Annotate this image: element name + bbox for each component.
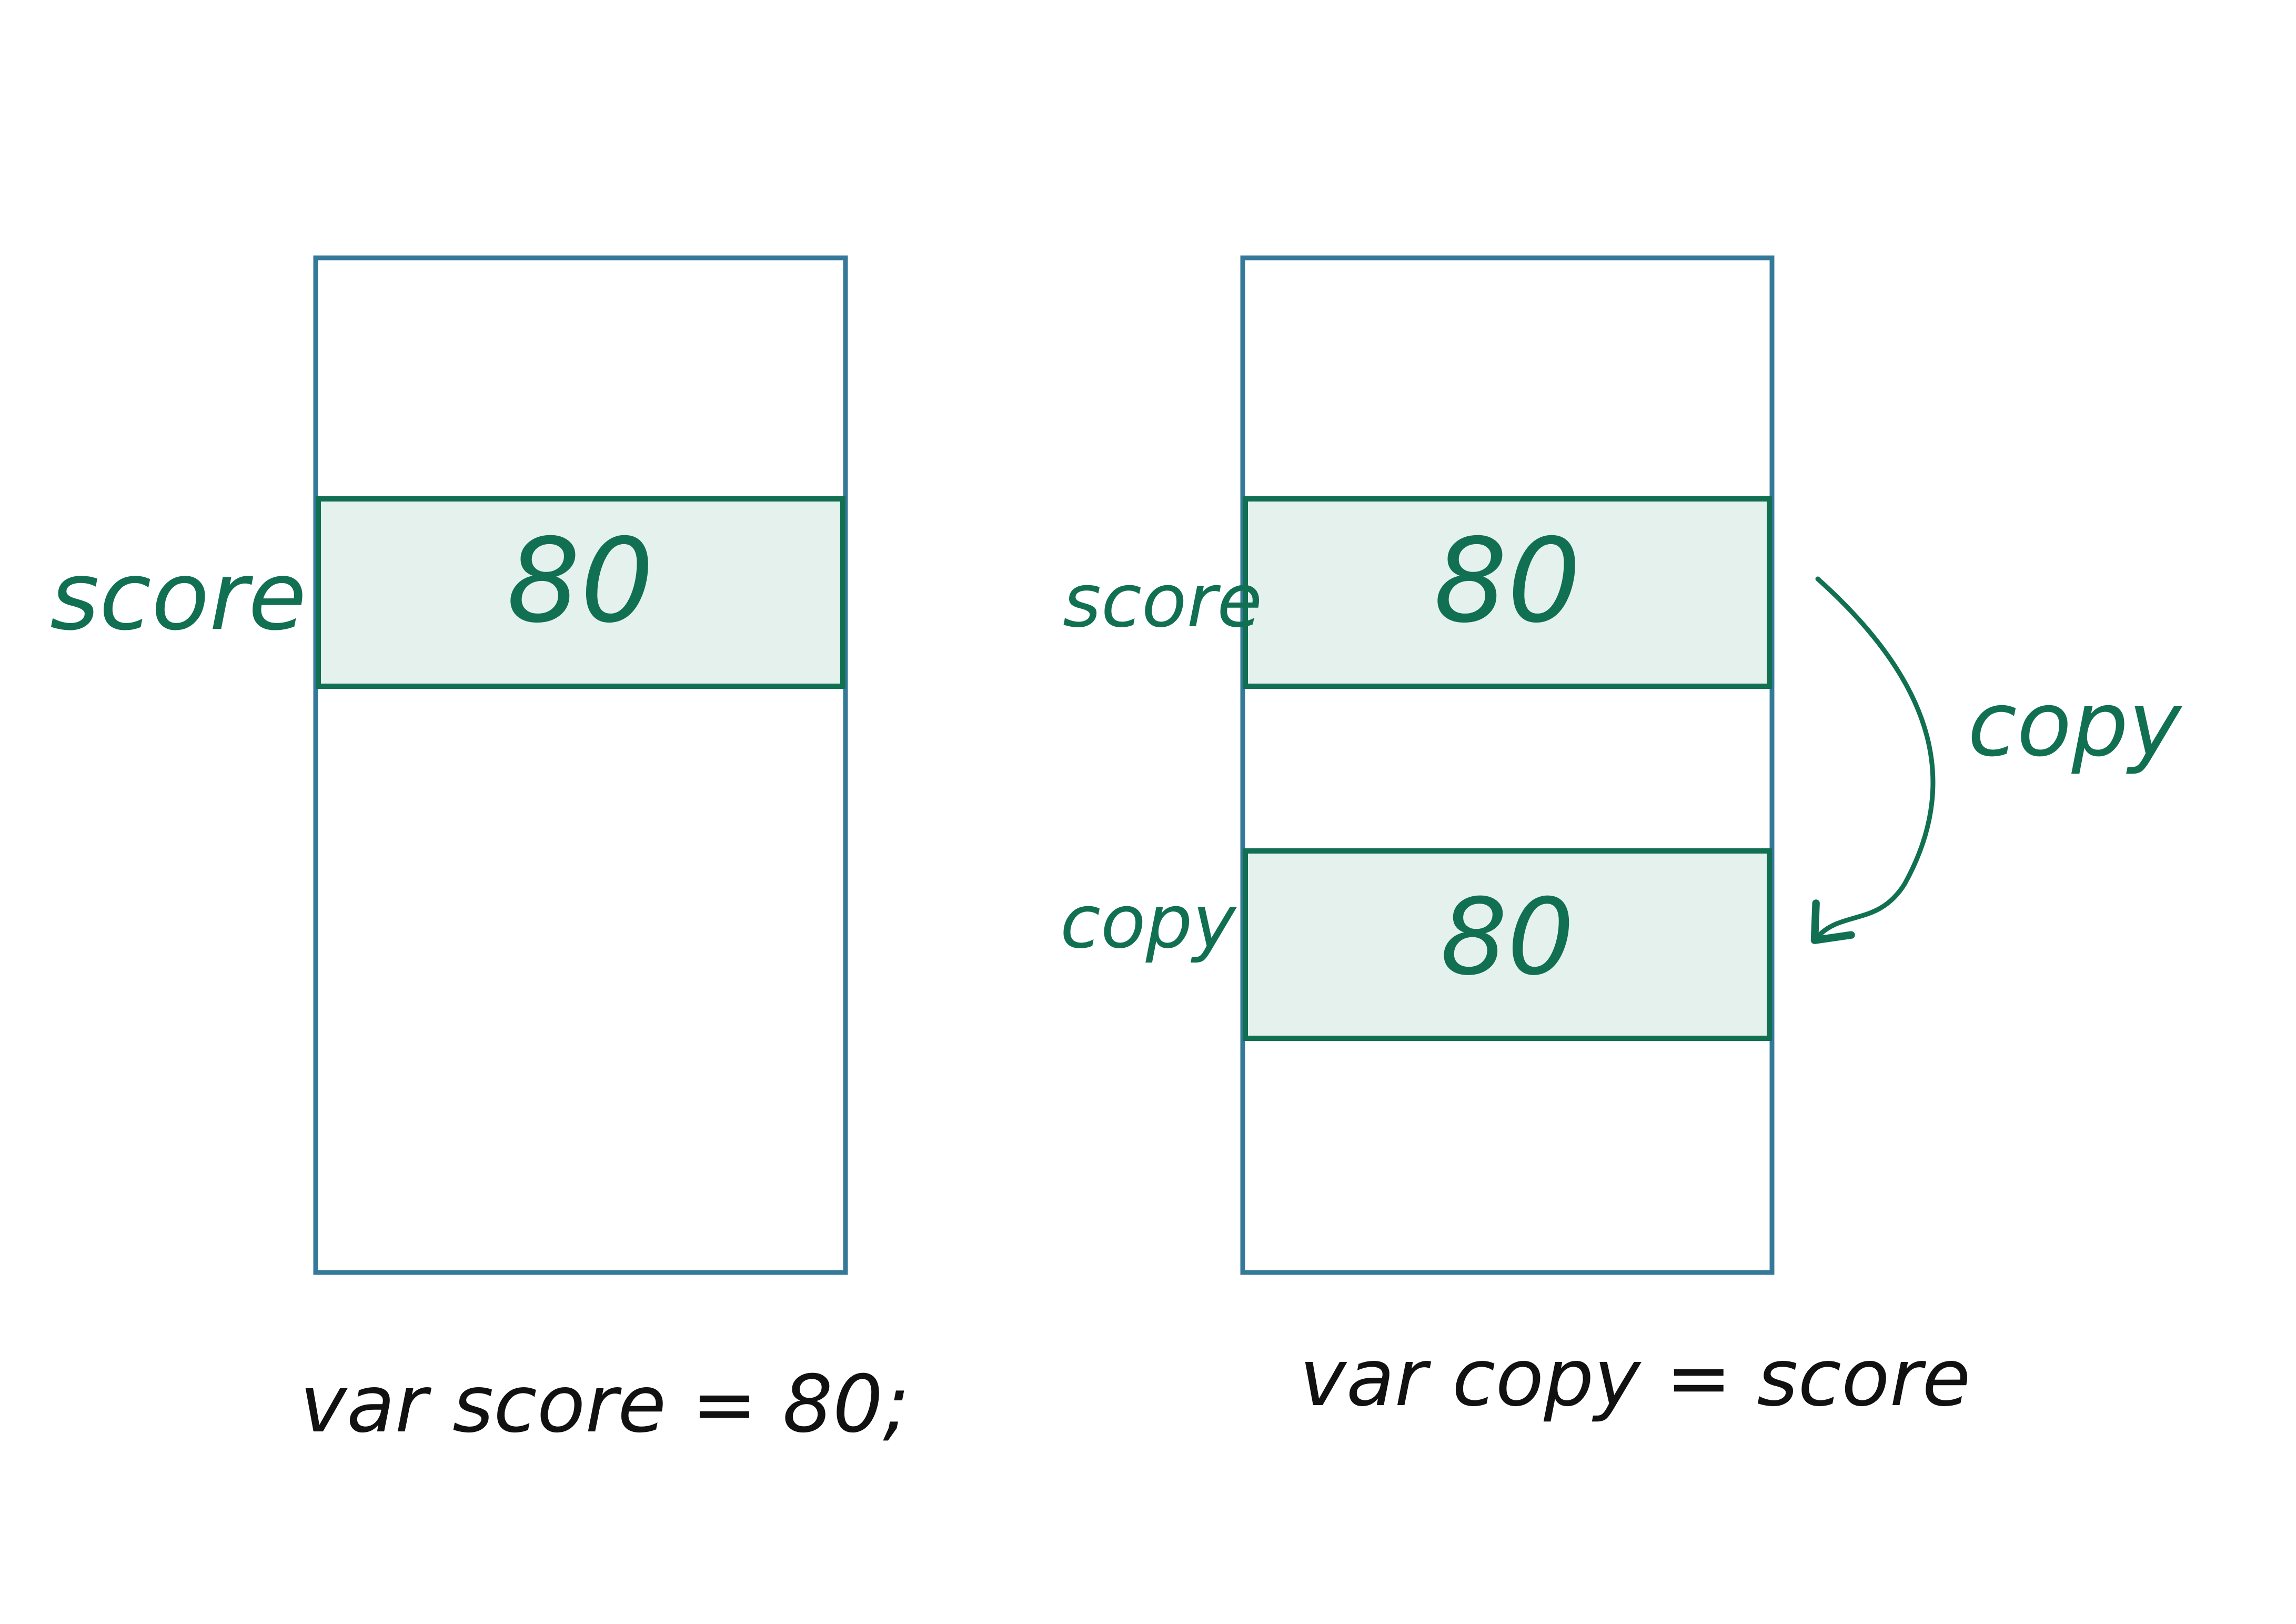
- left-code-line: var score = 80;: [300, 1359, 910, 1450]
- right-score-cell-value: 80: [1434, 514, 1581, 648]
- right-memory-diagram: 80 80 score copy copy var copy = score: [1060, 255, 2182, 1424]
- right-score-label: score: [1063, 558, 1262, 644]
- left-memory-frame: [313, 255, 848, 1275]
- right-memory-frame: [1240, 255, 1775, 1275]
- left-score-label: score: [50, 542, 307, 651]
- right-copy-cell-value: 80: [1441, 876, 1575, 999]
- right-score-cell: [1243, 496, 1772, 689]
- left-score-cell: [316, 496, 845, 689]
- right-copy-cell: [1243, 848, 1772, 1041]
- left-memory-diagram: 80 score var score = 80;: [50, 255, 910, 1450]
- right-copy-label: copy: [1060, 879, 1237, 965]
- copy-arrow-label: copy: [1968, 673, 2182, 777]
- copy-arrow: [1810, 576, 1936, 944]
- left-score-cell-value: 80: [507, 514, 654, 648]
- right-code-line: var copy = score: [1300, 1332, 1971, 1424]
